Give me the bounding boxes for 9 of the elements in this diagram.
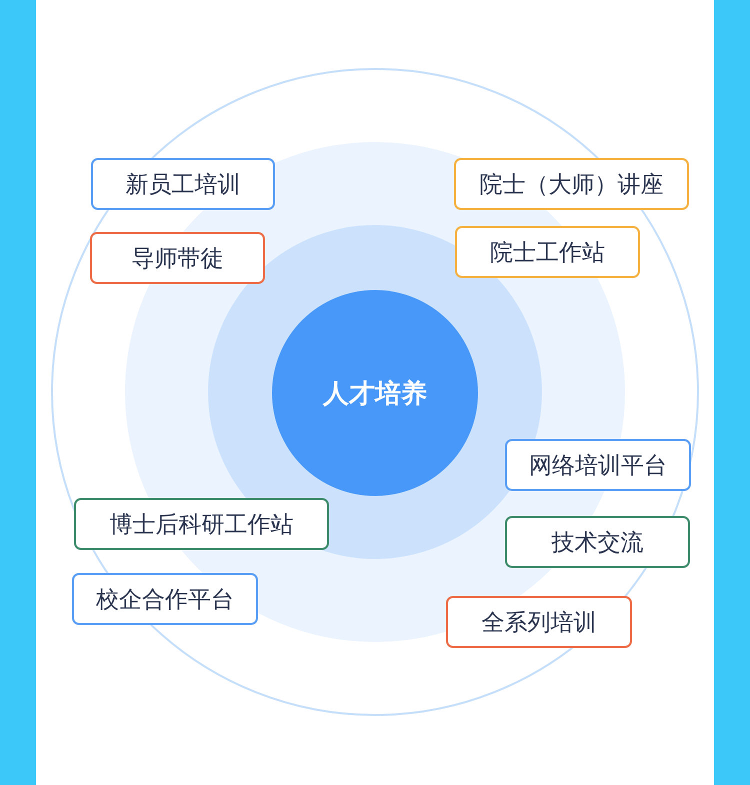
label-box: 导师带徒	[90, 232, 265, 284]
label-box: 技术交流	[505, 516, 690, 568]
label-box: 新员工培训	[91, 158, 275, 210]
label-box: 全系列培训	[446, 596, 632, 648]
label-box: 校企合作平台	[72, 573, 258, 625]
label-box: 网络培训平台	[505, 439, 691, 491]
label-box: 院士（大师）讲座	[454, 158, 689, 210]
label-box: 院士工作站	[455, 226, 640, 278]
label-box: 博士后科研工作站	[74, 498, 329, 550]
